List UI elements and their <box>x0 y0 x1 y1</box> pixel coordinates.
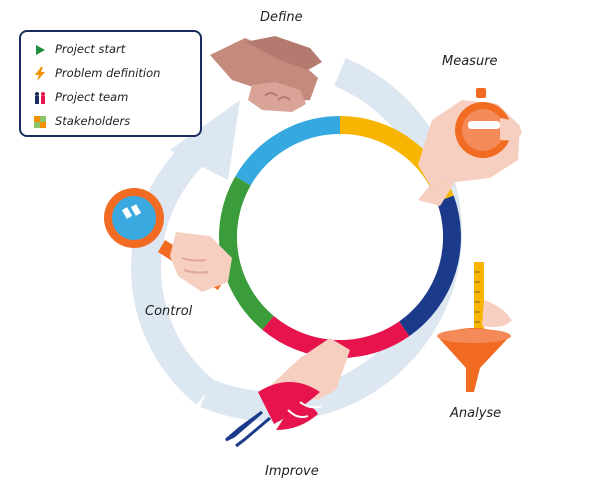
phase-label-improve: Improve <box>265 464 319 479</box>
stopwatch-hand-icon <box>418 88 522 206</box>
legend-label: Project team <box>55 90 129 104</box>
magnifier-hand-icon <box>104 188 232 292</box>
ring-segment-analyse <box>398 195 461 337</box>
ring-segment-define <box>235 116 341 186</box>
legend-item-project-start: Project start <box>33 40 125 58</box>
handshake-icon <box>210 36 322 112</box>
funnel-icon <box>437 262 512 392</box>
lightning-bolt-icon <box>33 66 47 81</box>
phase-label-analyse: Analyse <box>450 406 502 421</box>
legend-item-project-team: Project team <box>33 88 128 106</box>
legend-item-stakeholders: Stakeholders <box>33 112 130 130</box>
cycle-arrowhead <box>170 100 240 180</box>
phase-label-define: Define <box>260 10 303 25</box>
play-triangle-icon <box>33 42 47 56</box>
phase-label-control: Control <box>145 304 193 319</box>
people-icon <box>33 90 47 104</box>
legend-item-problem-definition: Problem definition <box>33 64 160 82</box>
legend: Project start Problem definition Project… <box>19 30 202 137</box>
legend-label: Stakeholders <box>55 114 131 128</box>
four-squares-icon <box>33 114 47 128</box>
phase-label-measure: Measure <box>442 54 498 69</box>
legend-label: Project start <box>55 42 126 56</box>
legend-label: Problem definition <box>55 66 161 80</box>
pliers-hand-icon <box>225 338 350 448</box>
